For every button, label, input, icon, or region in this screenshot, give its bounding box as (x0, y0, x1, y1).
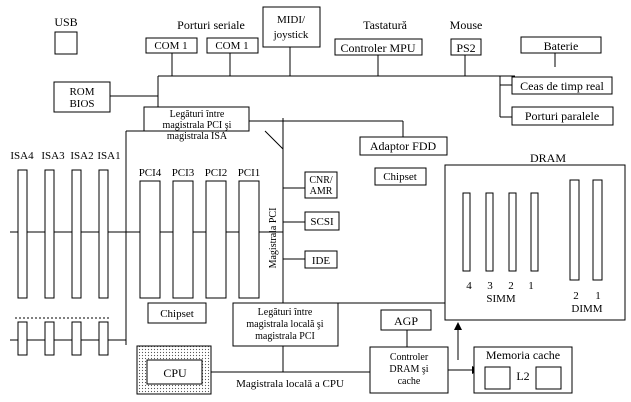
simm1-slot (530, 192, 539, 272)
pci-isa-line2: magistrala PCI şi (163, 120, 232, 131)
cnr-amr-box (304, 171, 338, 199)
pci2-slot (205, 180, 227, 299)
fdd-adapter-box (359, 136, 448, 156)
cpu-label: CPU (163, 366, 187, 380)
ps2-label: PS2 (456, 41, 475, 55)
simm2-slot (508, 192, 517, 272)
serial-ports-label: Porturi seriale (177, 18, 245, 32)
chipset-top-label: Chipset (383, 171, 417, 183)
arrowhead-up (454, 322, 462, 330)
pci4-label: PCI4 (139, 167, 162, 179)
local-pci-line2: magistrala locală şi (246, 319, 323, 330)
mouse-label: Mouse (450, 18, 483, 32)
scsi-box (304, 211, 340, 231)
simm3-number: 3 (487, 280, 493, 292)
l2-label: L2 (516, 369, 529, 383)
isa-pci-bridge-diagonal (264, 130, 284, 150)
dimm2-number: 2 (573, 290, 579, 302)
cpu-box (146, 359, 203, 385)
com1-a-label: COM 1 (154, 40, 187, 52)
dram-ctrl-line1: Controler (390, 352, 429, 363)
dimm1-number: 1 (595, 290, 601, 302)
isa3-slot-lower (44, 321, 55, 356)
pci-isa-line1: Legături între (170, 109, 225, 120)
isa4-label: ISA4 (10, 150, 34, 162)
local-pci-bridge-box (232, 302, 339, 347)
dimm1-slot (592, 179, 603, 281)
pci4-slot (139, 180, 161, 299)
rtc-box (511, 76, 613, 95)
local-pci-line3: magistrala PCI (255, 331, 315, 342)
parallel-ports-box (511, 106, 614, 126)
isa2-slot-lower (71, 321, 82, 356)
pci1-label: PCI1 (238, 167, 261, 179)
isa1-slot-lower (98, 321, 109, 356)
pci-isa-line3: magistrala ISA (167, 131, 228, 142)
rom-label: ROM (69, 86, 94, 98)
local-bus-label: Magistrala locală a CPU (236, 378, 344, 390)
isa4-slot (17, 169, 28, 299)
dram-ctrl-line2: DRAM şi (389, 364, 428, 375)
agp-box (380, 309, 432, 331)
cache-memory-label: Memoria cache (486, 348, 560, 362)
isa2-slot (71, 169, 82, 299)
joystick-label: joystick (273, 29, 309, 41)
isa3-slot (44, 169, 55, 299)
chipset-bottom-box (147, 302, 207, 324)
scsi-label: SCSI (310, 216, 334, 228)
keyboard-label: Tastatură (363, 18, 407, 32)
chipset-top-box (374, 167, 427, 186)
battery-label: Baterie (544, 39, 579, 53)
simm2-number: 2 (508, 280, 514, 292)
simm-label: SIMM (486, 293, 516, 305)
local-pci-line1: Legături între (258, 307, 313, 318)
pci3-slot (172, 180, 194, 299)
usb-label: USB (54, 15, 77, 29)
midi-label: MIDI/ (277, 14, 306, 26)
isa4-slot-lower (17, 321, 28, 356)
com1-b-box (206, 37, 259, 54)
simm4-number: 4 (466, 280, 472, 292)
cache-cell-right (535, 366, 562, 390)
com1-b-label: COM 1 (215, 40, 248, 52)
ide-label: IDE (312, 255, 331, 267)
cache-cell-left (484, 366, 511, 390)
ide-box (304, 250, 338, 269)
simm3-slot (485, 192, 494, 272)
pci-bus-label: Magistrala PCI (268, 208, 279, 269)
usb-port-box (54, 31, 78, 55)
amr-label: AMR (310, 186, 333, 197)
midi-joystick-box (262, 6, 321, 48)
rom-bios-box (53, 81, 111, 113)
controller-mpu-box (334, 38, 423, 56)
dimm-label: DIMM (571, 303, 602, 315)
com1-a-box (145, 37, 198, 54)
pci3-label: PCI3 (172, 167, 195, 179)
parallel-ports-label: Porturi paralele (525, 109, 599, 123)
battery-box (520, 36, 602, 54)
controller-mpu-label: Controler MPU (341, 41, 416, 55)
pci-isa-bridge-box (143, 106, 250, 132)
dram-cache-controller-box (369, 346, 449, 394)
isa2-label: ISA2 (70, 150, 93, 162)
simm1-number: 1 (528, 280, 534, 292)
isa1-slot (98, 169, 109, 299)
fdd-adapter-label: Adaptor FDD (370, 139, 437, 153)
rtc-label: Ceas de timp real (520, 79, 604, 93)
dimm2-slot (569, 179, 580, 281)
bios-label: BIOS (69, 98, 94, 110)
chipset-bottom-label: Chipset (160, 308, 194, 320)
pci1-slot (238, 180, 260, 299)
agp-label: AGP (394, 314, 418, 328)
pci2-label: PCI2 (205, 167, 228, 179)
isa3-label: ISA3 (41, 150, 65, 162)
dram-label: DRAM (530, 151, 566, 165)
cnr-label: CNR/ (309, 175, 333, 186)
simm4-slot (462, 192, 471, 272)
isa1-label: ISA1 (97, 150, 120, 162)
ps2-box (450, 38, 482, 56)
dram-ctrl-line3: cache (398, 376, 421, 387)
